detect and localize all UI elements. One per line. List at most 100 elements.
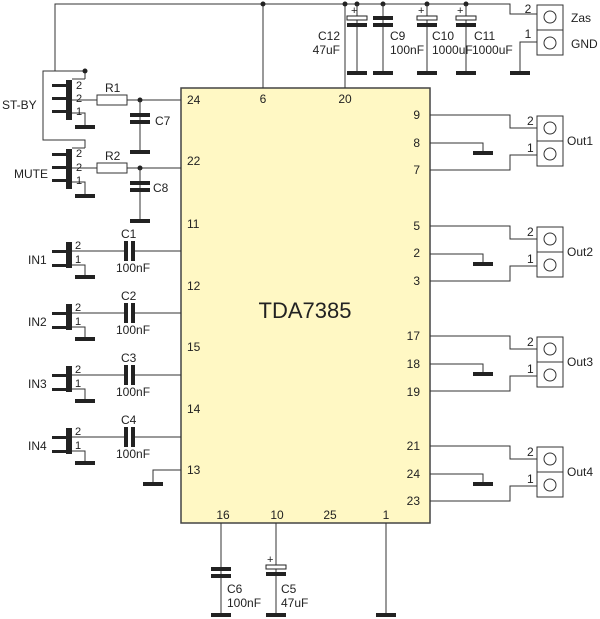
ground-symbol <box>473 151 493 155</box>
output-connector[interactable] <box>536 446 564 498</box>
output-connector[interactable] <box>536 336 564 388</box>
pin-label: 24 <box>407 467 421 481</box>
pin-number: 1 <box>527 252 534 266</box>
pin-number: 1 <box>75 440 81 452</box>
cap-value: 100nF <box>227 596 261 610</box>
pin-label: 17 <box>407 329 421 343</box>
output-label: Out1 <box>567 134 593 148</box>
power-section: + C12 47uF C9 100nF + C10 1000uF <box>54 1 598 88</box>
input-label: IN1 <box>28 253 47 267</box>
pin-number: 2 <box>527 445 534 459</box>
pin-label: 11 <box>187 217 200 231</box>
pin-number: 2 <box>75 426 81 438</box>
capacitor-c11: + C11 1000uF <box>455 4 513 75</box>
resistor-r1 <box>96 94 128 106</box>
wire-pin13 <box>152 469 181 482</box>
cap-ref: C3 <box>121 351 137 365</box>
pin-number: 2 <box>76 93 82 105</box>
capacitor-c9: C9 100nF <box>373 4 424 75</box>
cap-ref: C12 <box>318 29 340 43</box>
ic-tda7385: TDA7385 24 22 11 12 15 14 13 6 20 9 8 7 … <box>180 87 431 524</box>
ground-symbol <box>266 613 286 617</box>
cap-ref: C7 <box>155 114 171 128</box>
pin-number: 2 <box>527 225 534 239</box>
cap-value: 100nF <box>116 323 150 337</box>
cap-ref: C11 <box>474 29 495 43</box>
supply-rail <box>54 3 537 71</box>
pin-number: 2 <box>525 2 532 16</box>
pin-number: 1 <box>525 27 532 41</box>
ground-symbol <box>75 194 95 198</box>
ground-symbol <box>473 262 493 266</box>
cap-ref: C2 <box>121 289 137 303</box>
pin-number: 2 <box>527 335 534 349</box>
jumper-mute[interactable]: 2 2 1 MUTE <box>14 148 97 198</box>
output-label: Out3 <box>567 355 593 369</box>
label-mute: MUTE <box>14 167 48 181</box>
pin-label: 10 <box>270 508 284 522</box>
ground-symbol <box>211 613 231 617</box>
label-standby: ST-BY <box>2 98 37 112</box>
capacitor-plate <box>124 303 128 323</box>
ground-symbol <box>373 71 393 75</box>
input-jack[interactable] <box>52 242 72 268</box>
pin-number: 2 <box>76 162 82 174</box>
output-connector[interactable] <box>536 226 564 278</box>
ground-symbol <box>75 461 95 465</box>
capacitor-c7 <box>130 113 150 117</box>
ground-symbol <box>510 71 530 75</box>
capacitor-plate <box>124 365 128 385</box>
output-label: Out2 <box>567 245 593 259</box>
resistor-r2 <box>96 162 128 174</box>
capacitor-c10: + C10 1000uF <box>416 4 473 75</box>
terminal-hole <box>543 368 557 382</box>
cap-value: 100nF <box>116 447 150 461</box>
input-label: IN3 <box>28 377 47 391</box>
polarity-plus: + <box>351 5 357 17</box>
input-label: IN4 <box>28 439 47 453</box>
pin-label: 13 <box>187 463 201 477</box>
pin-number: 2 <box>527 114 534 128</box>
input-jack[interactable] <box>52 428 72 454</box>
ground-symbol <box>473 482 493 486</box>
pin-label: 3 <box>413 274 420 288</box>
cap-ref: C6 <box>227 582 243 596</box>
pin-number: 1 <box>75 254 81 266</box>
capacitor-c8 <box>130 181 150 185</box>
pin-label: 15 <box>187 340 201 354</box>
pin-number: 1 <box>76 106 82 118</box>
capacitor-plate <box>124 241 128 261</box>
ground-symbol <box>376 613 396 617</box>
capacitor-plate <box>124 427 128 447</box>
ground-symbol <box>417 71 437 75</box>
ground-symbol <box>143 482 163 486</box>
terminal-hole <box>543 258 557 272</box>
polarity-plus: + <box>267 554 273 566</box>
bottom-section: C6 100nF + C5 47uF <box>211 523 396 617</box>
pin-label: 21 <box>407 439 421 453</box>
output-label: Out4 <box>567 465 593 479</box>
terminal-hole <box>543 478 557 492</box>
jumper-standby[interactable]: 2 2 1 ST-BY <box>2 78 97 129</box>
pin-number: 2 <box>75 364 81 376</box>
pin-number: 2 <box>76 148 82 160</box>
terminal-hole <box>543 232 557 246</box>
input-jack[interactable] <box>52 304 72 330</box>
input-jack[interactable] <box>52 366 72 392</box>
terminal-hole <box>543 10 557 24</box>
output-connector[interactable] <box>536 115 564 167</box>
cap-value: 1000uF <box>432 43 473 57</box>
terminal-hole <box>543 342 557 356</box>
input-label: IN2 <box>28 315 47 329</box>
capacitor-c12: + C12 47uF <box>313 4 368 75</box>
pin-label: 19 <box>407 385 421 399</box>
polarity-plus: + <box>457 5 463 17</box>
pin-number: 1 <box>76 175 82 187</box>
terminal-hole <box>543 121 557 135</box>
